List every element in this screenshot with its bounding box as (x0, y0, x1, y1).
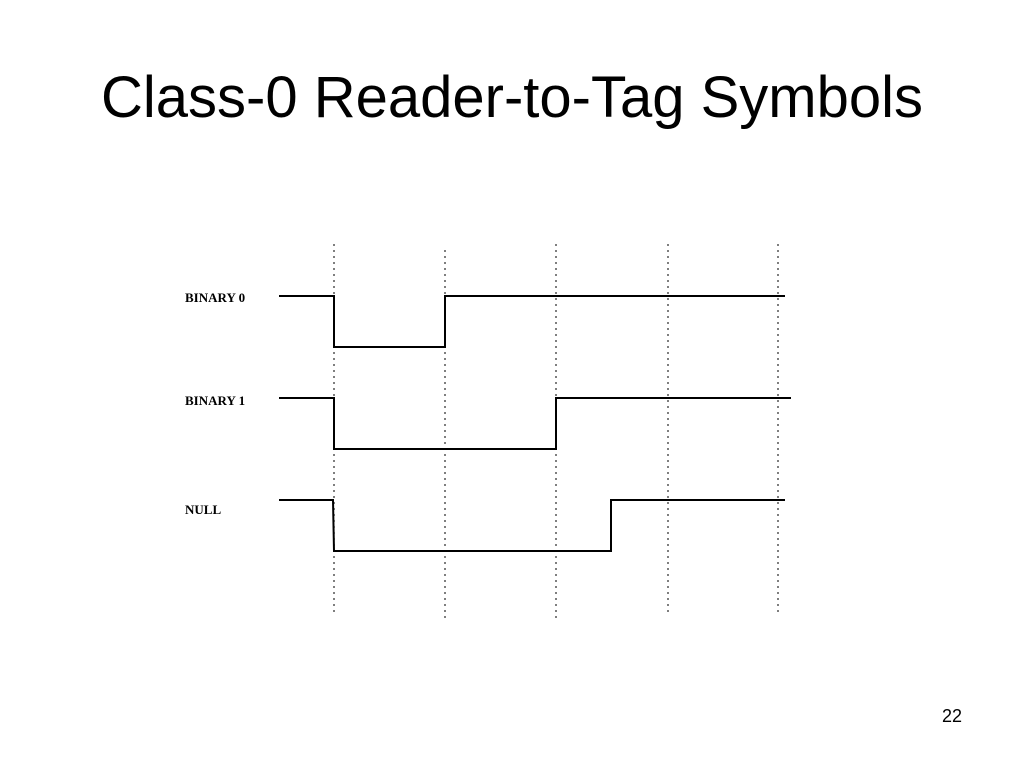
waveform-binary-1 (279, 397, 791, 450)
symbol-null: NULL (185, 499, 785, 552)
waveform-null (279, 499, 785, 552)
symbol-binary-1: BINARY 1 (185, 393, 791, 450)
symbol-label-binary-0: BINARY 0 (185, 290, 245, 305)
symbol-binary-0: BINARY 0 (185, 290, 785, 348)
symbol-label-binary-1: BINARY 1 (185, 393, 245, 408)
slide-title: Class-0 Reader-to-Tag Symbols (101, 65, 923, 130)
page-number: 22 (941, 706, 962, 726)
symbol-label-null: NULL (185, 502, 221, 517)
waveform-binary-0 (279, 295, 785, 348)
